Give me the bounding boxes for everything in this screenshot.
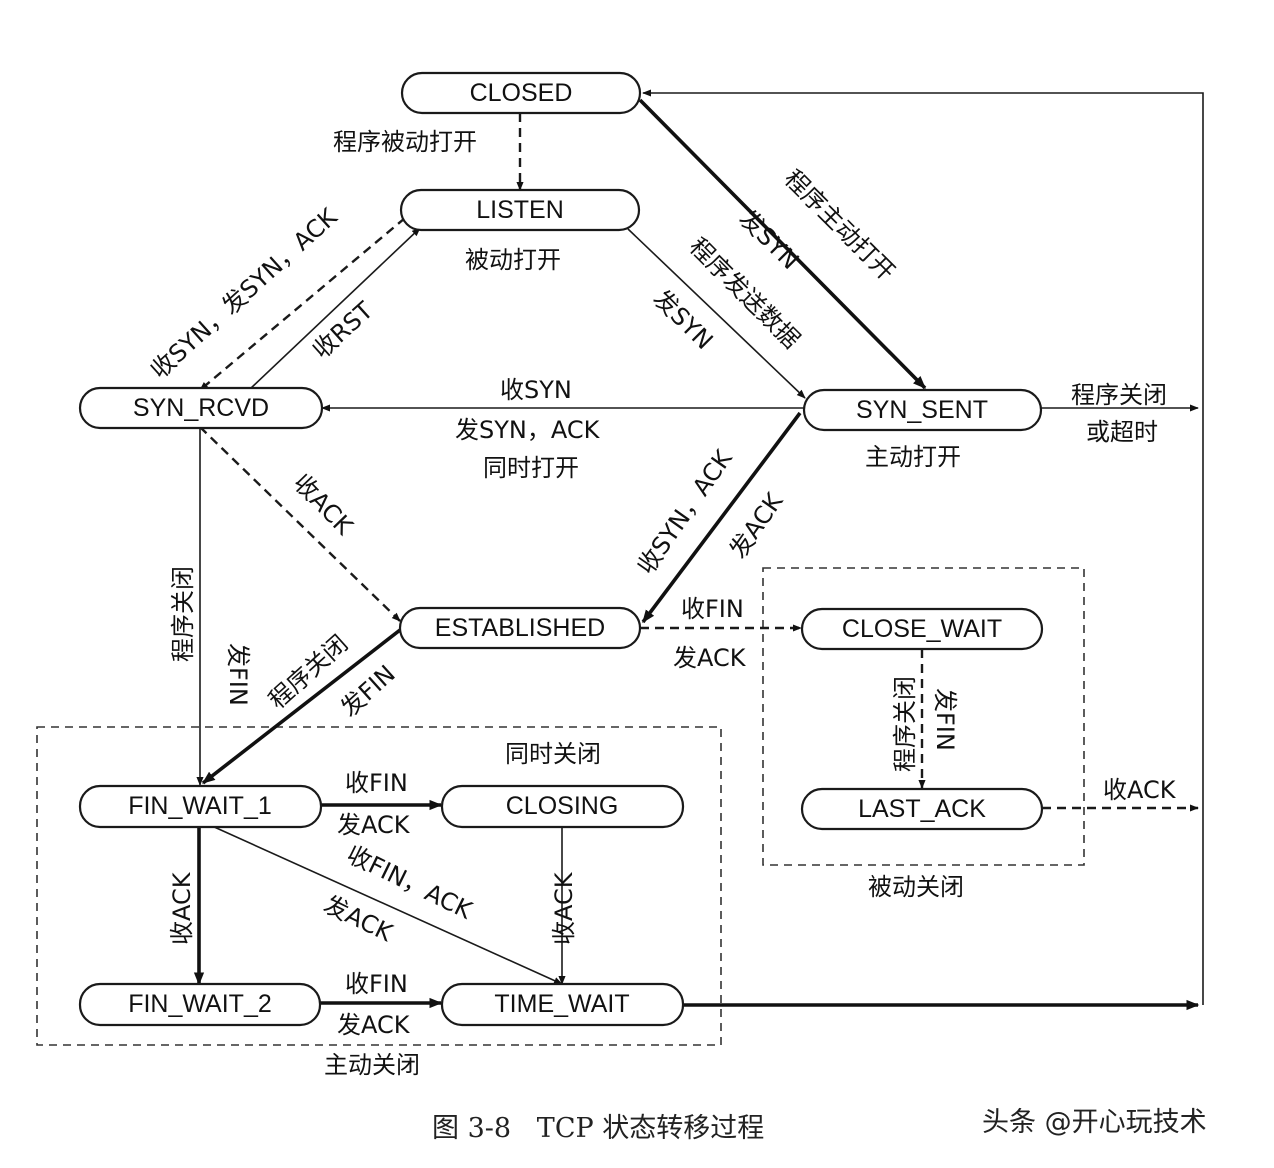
state-established-label: ESTABLISHED <box>435 614 605 642</box>
state-established: ESTABLISHED <box>398 606 642 650</box>
state-closed-label: CLOSED <box>470 79 573 107</box>
edge-labels: 程序被动打开 被动打开 收SYN，发SYN，ACK 收RST 程序发送数据 发S… <box>145 128 1176 1079</box>
label-program-active-open: 程序主动打开 <box>779 164 901 286</box>
label-fw2-rcv-fin: 收FIN <box>345 970 408 998</box>
label-cw-close-1: 程序关闭 <box>891 676 919 772</box>
label-cw-close-2: 发FIN <box>931 688 959 751</box>
edge-established-finwait1 <box>201 628 402 785</box>
label-program-close-timeout-1: 程序关闭 <box>1071 381 1167 409</box>
state-syn-rcvd-label: SYN_RCVD <box>133 394 269 422</box>
label-fw2-send-ack: 发ACK <box>337 1011 411 1039</box>
state-last-ack-label: LAST_ACK <box>858 795 986 823</box>
state-listen-label: LISTEN <box>476 196 564 224</box>
label-active-close: 主动关闭 <box>324 1051 420 1079</box>
label-send-syn-a: 发SYN <box>648 284 719 355</box>
edge-return-line <box>642 89 1204 1005</box>
state-syn-sent: SYN_SENT <box>802 388 1043 432</box>
label-rcv-rst: 收RST <box>307 296 378 364</box>
edge-closed-synsent <box>638 98 927 390</box>
edge-listen-synsent <box>627 228 806 399</box>
transitions <box>193 89 1204 1011</box>
state-fin-wait-2-label: FIN_WAIT_2 <box>128 990 272 1018</box>
label-fw1-rcv-fin: 收FIN <box>345 769 408 797</box>
edge-synrcvd-established <box>199 426 401 622</box>
figure-caption: 图 3-8 TCP 状态转移过程 <box>432 1113 764 1144</box>
state-time-wait-label: TIME_WAIT <box>494 990 629 1018</box>
edge-synsent-established <box>641 411 802 624</box>
label-simul-rcv-syn: 收SYN <box>500 376 572 404</box>
state-closed: CLOSED <box>400 71 642 115</box>
label-program-close-timeout-2: 或超时 <box>1086 418 1158 446</box>
state-close-wait: CLOSE_WAIT <box>800 607 1044 651</box>
label-passive-close: 被动关闭 <box>868 873 964 901</box>
label-est-rcv-fin: 收FIN <box>681 595 744 623</box>
state-last-ack: LAST_ACK <box>800 787 1044 831</box>
label-synrcvd-close-1: 程序关闭 <box>169 566 197 662</box>
state-syn-rcvd: SYN_RCVD <box>78 386 324 430</box>
edge-synrcvd-listen <box>249 227 421 390</box>
state-fin-wait-1: FIN_WAIT_1 <box>78 784 323 829</box>
passive-close-region <box>762 567 1085 866</box>
active-close-region <box>36 726 722 1046</box>
label-closing-rcv-ack: 收ACK <box>550 871 578 945</box>
state-listen: LISTEN <box>399 188 641 232</box>
label-rcv-syn-send-syn-ack: 收SYN，发SYN，ACK <box>145 202 343 384</box>
label-rcv-syn-ack: 收SYN，ACK <box>632 444 738 579</box>
label-passive-open: 被动打开 <box>465 246 561 274</box>
label-active-open: 主动打开 <box>865 443 961 471</box>
watermark-text: 头条 @开心玩技术 <box>982 1107 1207 1138</box>
label-passive-open-program: 程序被动打开 <box>333 128 477 156</box>
label-fw1-send-ack: 发ACK <box>337 811 411 839</box>
label-fw1-rcv-ack: 收ACK <box>168 871 196 945</box>
state-time-wait: TIME_WAIT <box>440 982 685 1027</box>
edge-finwait1-timewait <box>211 825 563 985</box>
label-simul-send-syn-ack: 发SYN，ACK <box>455 416 601 444</box>
label-simul-close: 同时关闭 <box>505 740 601 768</box>
state-fin-wait-2: FIN_WAIT_2 <box>78 982 322 1027</box>
label-lastack-rcv-ack: 收ACK <box>1103 776 1177 804</box>
state-fin-wait-1-label: FIN_WAIT_1 <box>128 792 272 820</box>
label-est-send-ack: 发ACK <box>673 644 747 672</box>
label-simul-open: 同时打开 <box>483 454 579 482</box>
state-closing: CLOSING <box>440 784 685 829</box>
label-synrcvd-close-2: 发FIN <box>224 643 252 706</box>
label-rcv-ack: 收ACK <box>288 469 359 542</box>
state-close-wait-label: CLOSE_WAIT <box>842 615 1002 643</box>
state-closing-label: CLOSING <box>506 792 619 820</box>
label-send-syn-b: 发SYN <box>734 204 805 275</box>
label-est-close-2: 发FIN <box>335 660 400 723</box>
state-syn-sent-label: SYN_SENT <box>856 396 988 424</box>
label-fw1-send-ack-diag: 发ACK <box>319 890 398 947</box>
